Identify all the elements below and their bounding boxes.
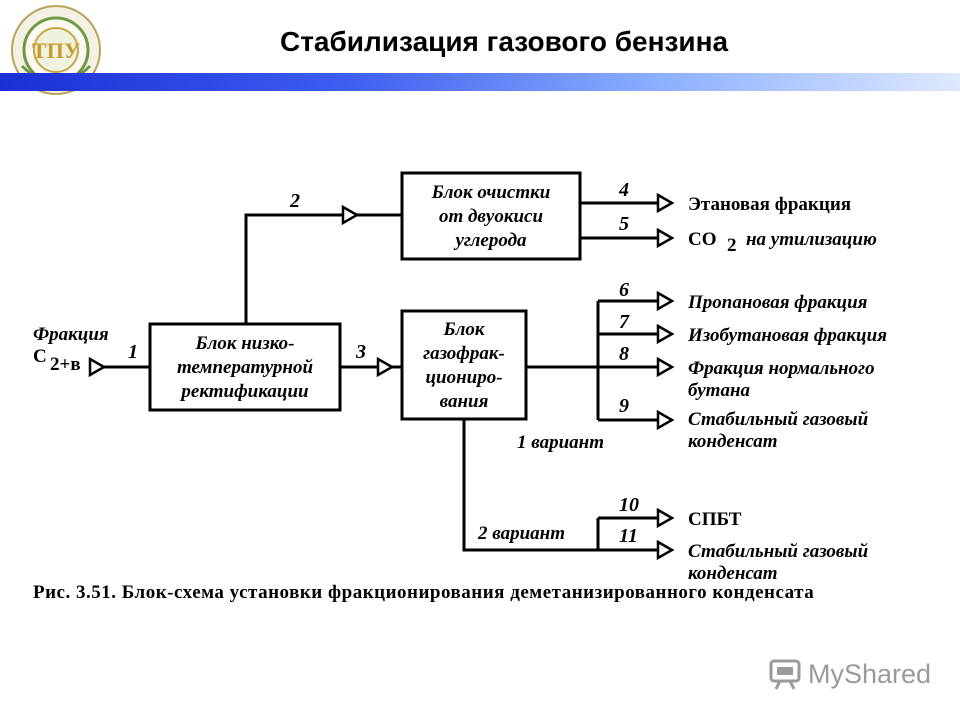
input-label: Фракция	[33, 324, 109, 345]
stream-2-number: 2	[289, 190, 300, 212]
input-formula-main: С	[33, 346, 47, 367]
block-co2-removal	[400, 171, 582, 261]
stream-6-arrow	[656, 290, 675, 312]
output-nbutane-line1: Фракция нормального	[688, 358, 875, 379]
variant-2-label: 2 вариант	[477, 523, 565, 544]
stream-1-number: 1	[128, 341, 138, 363]
block-rect-line1: Блок низко-	[195, 333, 295, 354]
block-frac-line3: циониро-	[425, 367, 502, 388]
stream-4-arrow	[656, 192, 675, 214]
block-low-temp-rectification	[148, 322, 342, 412]
output-ethane: Этановая фракция	[688, 194, 851, 215]
output-propane: Пропановая фракция	[687, 292, 868, 313]
stream-11-number: 11	[619, 525, 638, 547]
output-condensate1-line1: Стабильный газовый	[688, 409, 868, 430]
brand-text: MyShared	[808, 658, 932, 689]
output-spbt: СПБТ	[688, 509, 742, 530]
page-title: Стабилизация газового бензина	[280, 26, 729, 57]
stream-8-arrow	[656, 356, 675, 378]
stream-1-arrow	[88, 356, 107, 378]
stream-10-number: 10	[619, 494, 639, 516]
stream-9-number: 9	[619, 395, 629, 417]
input-formula-sub: 2+в	[50, 354, 81, 375]
stream-5-arrow	[656, 227, 675, 249]
stream-3-number: 3	[355, 341, 366, 363]
stream-6-number: 6	[619, 279, 629, 301]
stream-2-line	[244, 213, 402, 324]
block-frac-line4: вания	[440, 391, 489, 412]
output-condensate1-line2: конденсат	[688, 431, 778, 452]
output-condensate2-line2: конденсат	[688, 563, 778, 584]
stream-4-number: 4	[618, 179, 629, 201]
block-rect-line3: ректификации	[179, 381, 308, 402]
figure-caption: Рис. 3.51. Блок-схема установки фракцион…	[33, 582, 815, 603]
stream-7-number: 7	[619, 311, 630, 333]
output-co2-rest: на утилизацию	[746, 229, 877, 250]
header-gradient-bar	[0, 73, 960, 91]
block-co2-line1: Блок очистки	[431, 182, 551, 203]
block-co2-line2: от двуокиси	[439, 206, 543, 227]
output-isobutane: Изобутановая фракция	[687, 325, 887, 346]
output-condensate2-line1: Стабильный газовый	[688, 541, 868, 562]
output-nbutane-line2: бутана	[688, 380, 750, 401]
output-co2-sub: 2	[727, 235, 737, 256]
svg-text:ТПУ: ТПУ	[32, 38, 80, 63]
variant-2-line	[462, 419, 598, 552]
output-co2-main: СО	[688, 229, 717, 250]
presentation-board-icon	[769, 659, 801, 690]
block-rect-line2: температурной	[177, 357, 313, 378]
stream-5-number: 5	[619, 213, 629, 235]
stream-7-arrow	[656, 323, 675, 345]
block-frac-line2: газофрак-	[423, 343, 505, 364]
variant-1-label: 1 вариант	[517, 432, 604, 453]
stream-8-number: 8	[619, 343, 629, 365]
stream-10-arrow	[656, 507, 675, 529]
stream-9-arrow	[656, 409, 675, 431]
stream-11-arrow	[656, 539, 675, 561]
block-co2-line3: углерода	[453, 230, 527, 251]
brand-watermark: MyShared	[768, 656, 931, 692]
stream-3-arrow	[376, 356, 395, 378]
stream-2-arrow	[341, 204, 360, 226]
block-frac-line1: Блок	[443, 319, 486, 340]
